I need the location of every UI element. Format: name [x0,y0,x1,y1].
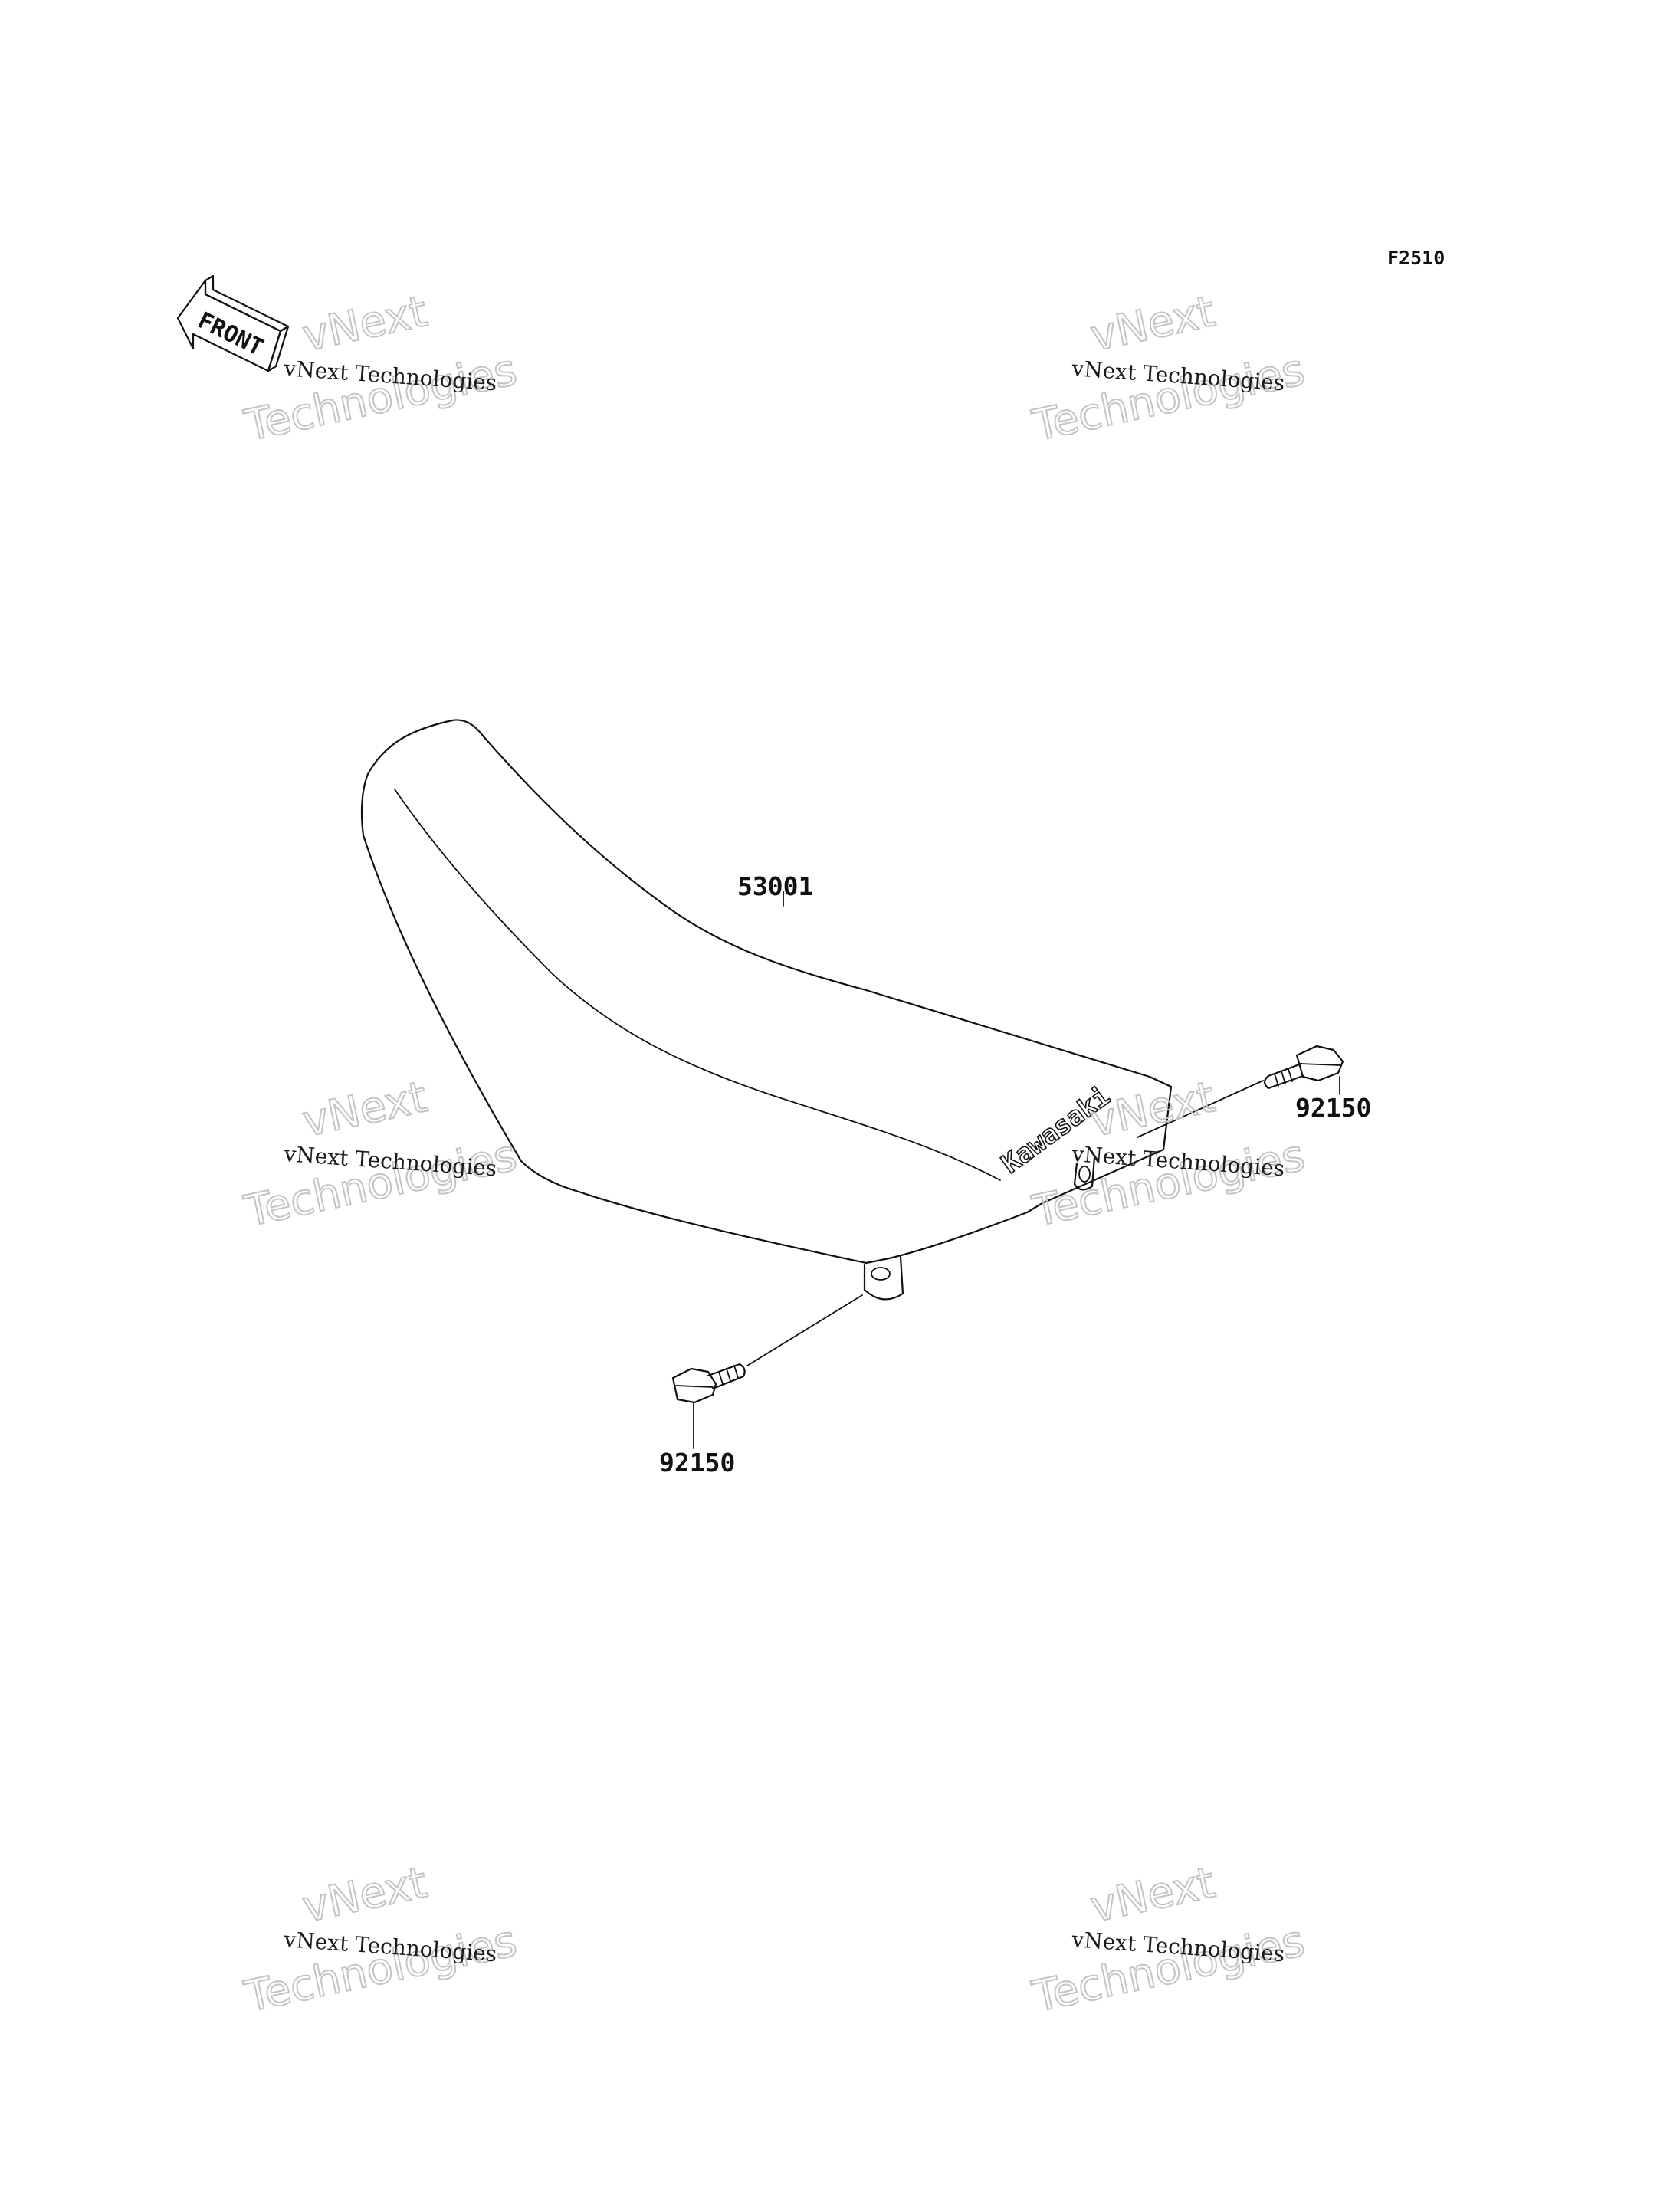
watermark-big-line2: Technologies [1028,345,1308,451]
watermark-big-line1: vNext [1086,1858,1219,1933]
watermark-big-line1: vNext [298,287,431,362]
front-arrow-icon: FRONT [176,274,290,372]
watermark-big-line1: vNext [298,1072,431,1147]
watermark-big-line1: vNext [298,1858,431,1933]
watermark-big-line2: Technologies [1028,1130,1308,1237]
watermark-bottom-left: vNext Technologies vNext Technologies [239,1857,521,2023]
watermark-big-line2: Technologies [240,1916,520,2022]
bolt-left-icon [671,1363,746,1404]
watermark-big-line1: vNext [1086,287,1219,362]
bolt-left-guide-line [746,1294,863,1366]
front-arrow-label: FRONT [193,307,267,362]
figure-code: F2510 [1387,247,1445,269]
watermark-big-line2: Technologies [1028,1916,1308,2022]
watermark-top-right: vNext Technologies vNext Technologies [1027,286,1309,452]
bolt-left-part-label: 92150 [659,1448,735,1478]
watermark-big-line2: Technologies [240,345,520,451]
watermark-big-line2: Technologies [240,1130,520,1237]
bolt-right-guide-line [1137,1080,1264,1138]
bolt-right-icon [1263,1045,1344,1090]
watermark-big-line1: vNext [1086,1072,1219,1147]
seat-part-label: 53001 [737,871,813,901]
watermark-top-left: vNext Technologies vNext Technologies [239,286,521,452]
watermark-mid-left: vNext Technologies vNext Technologies [239,1071,521,1238]
watermark-bottom-right: vNext Technologies vNext Technologies [1027,1857,1309,2023]
bolt-right-part-label: 92150 [1295,1093,1371,1123]
watermark-mid-right: vNext Technologies vNext Technologies [1027,1071,1309,1238]
